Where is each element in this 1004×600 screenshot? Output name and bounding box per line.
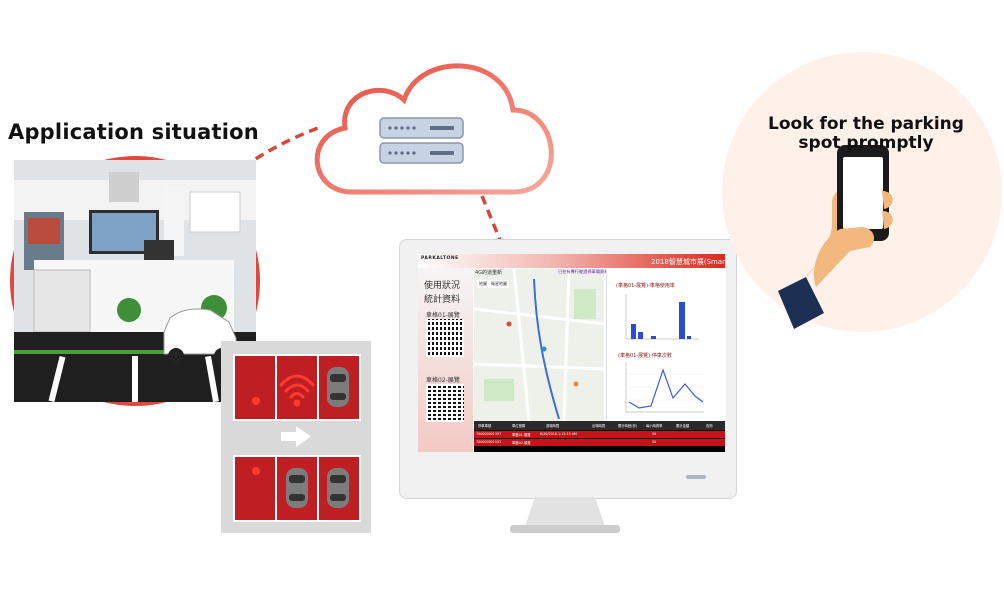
empty-spot-dot xyxy=(252,467,260,475)
car-icon xyxy=(327,367,349,407)
chart2-title: (車格01-展覽)-停車次數 xyxy=(618,353,672,359)
table-header-cell: 查詢 xyxy=(706,424,713,428)
map-panel[interactable] xyxy=(473,268,605,422)
left-title-stats: 統計資料 xyxy=(424,295,461,305)
map-top-label: 4G的道重新 xyxy=(475,270,503,276)
chart2-count-line-chart xyxy=(625,362,704,413)
chart1-bar xyxy=(687,336,691,339)
server-icon xyxy=(379,117,464,164)
map-roads xyxy=(473,268,605,422)
chart1-bar xyxy=(631,324,636,339)
dashboard-header xyxy=(418,254,725,268)
empty-spot-dot xyxy=(252,397,260,405)
table-cell: 700000001337 xyxy=(476,432,502,436)
dashed-connector-right xyxy=(480,195,502,241)
chart2-series-line xyxy=(628,368,704,409)
dashboard-title: 2018智慧城市展(Smart xyxy=(651,258,728,266)
table-header-cell: 每小時費率 xyxy=(646,424,663,428)
exhibition-photo xyxy=(10,156,260,406)
phone-illustration xyxy=(722,52,1002,332)
application-situation-label: Application situation xyxy=(8,120,259,144)
parking-lot-diagram xyxy=(221,341,371,533)
look-for-parking-label: Look for the parking spot promptly xyxy=(752,115,980,153)
exhibition-booth-illustration xyxy=(14,160,256,403)
table-cell: 車格02-展覽 xyxy=(512,441,531,445)
wifi-icon xyxy=(279,374,315,399)
chart1-bar xyxy=(679,302,685,339)
arrow-right-icon xyxy=(281,426,311,447)
look-for-line2: spot promptly xyxy=(798,133,934,153)
table-cell: 50 xyxy=(652,432,657,436)
left-title-usage: 使用狀況 xyxy=(424,281,461,291)
chart1-usage-bar-chart xyxy=(625,294,699,340)
qr-code-lot1 xyxy=(426,319,464,357)
hand-holding-phone-icon xyxy=(778,145,893,329)
table-header-cell: 出場時間 xyxy=(592,424,606,428)
table-row[interactable] xyxy=(474,439,725,446)
monitor-power-indicator xyxy=(686,475,706,479)
table-row[interactable] xyxy=(474,431,725,438)
car-icon xyxy=(327,468,349,508)
table-header-row xyxy=(474,421,725,430)
qr-code-lot2 xyxy=(426,384,464,422)
table-cell: 車格01-展覽 xyxy=(512,433,531,437)
chart1-bar xyxy=(651,336,656,339)
map-tab-map[interactable]: 地圖 xyxy=(477,280,489,288)
lot2-label: 車格02-展覽 xyxy=(426,377,460,384)
table-header-cell: 車位號碼 xyxy=(512,424,526,428)
chart1-title: (車格01-展覽)-車格使用率 xyxy=(616,283,675,289)
table-cell: 700000001552 xyxy=(476,440,502,444)
brand-label: PARKALTONE xyxy=(421,256,459,261)
table-header-cell: 累計時數(秒) xyxy=(618,424,638,428)
lot1-label: 車格01-展覽 xyxy=(426,312,460,319)
table-header-cell: 進場時間 xyxy=(546,424,560,428)
table-header-cell: 停車車號 xyxy=(478,424,492,428)
table-cell: 6/20/2018 1:12:15 AM xyxy=(540,432,577,436)
car-icon xyxy=(286,468,308,508)
records-table: 停車車號 車位號碼 進場時間 出場時間 累計時數(秒) 每小時費率 累計金額 查… xyxy=(474,421,725,452)
map-tab-satellite[interactable]: 衛星地圖 xyxy=(489,280,509,288)
table-header-cell: 累計金額 xyxy=(676,424,690,428)
look-for-line1: Look for the parking xyxy=(768,114,964,134)
table-cell: 50 xyxy=(652,440,657,444)
dashboard-screen: PARKALTONE 2018智慧城市展(Smart 使用狀況 統計資料 車格0… xyxy=(418,254,728,452)
monitor-stand xyxy=(510,497,620,533)
chart1-bar xyxy=(638,332,643,339)
